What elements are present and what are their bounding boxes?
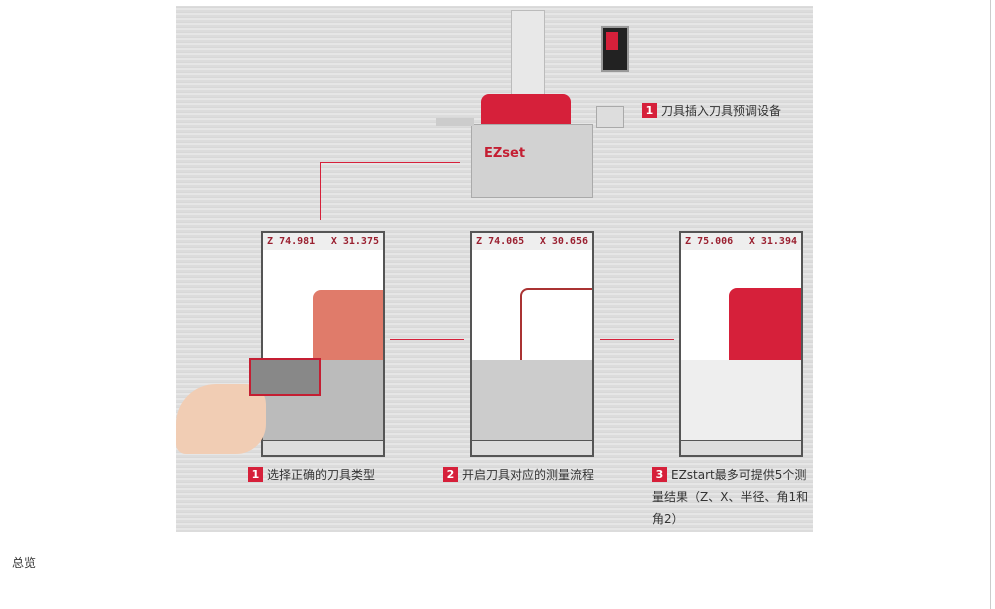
step-number: 2 bbox=[443, 467, 458, 482]
presetter-machine: EZset bbox=[436, 6, 636, 206]
step-1-caption: 1 刀具插入刀具预调设备 bbox=[642, 100, 781, 122]
step-number: 1 bbox=[248, 467, 263, 482]
step-3-caption: 2 开启刀具对应的测量流程 bbox=[443, 464, 594, 486]
x-readout: X 31.375 bbox=[330, 236, 379, 247]
screen-results: Z 75.006 X 31.394 bbox=[679, 231, 803, 457]
step-number: 3 bbox=[652, 467, 667, 482]
z-readout: Z 74.065 bbox=[476, 236, 525, 247]
step-2-caption: 1 选择正确的刀具类型 bbox=[248, 464, 375, 486]
screen-select-tool: Z 74.981 X 31.375 bbox=[261, 231, 385, 457]
tool-presetting-figure: EZset 1 刀具插入刀具预调设备 Z 74.981 X 31.375 Z 74.… bbox=[176, 6, 813, 532]
step-number: 1 bbox=[642, 103, 657, 118]
screen-measure-flow: Z 74.065 X 30.656 bbox=[470, 231, 594, 457]
step-text: 开启刀具对应的测量流程 bbox=[462, 468, 595, 482]
scrollbar[interactable] bbox=[990, 0, 991, 609]
step-text: 刀具插入刀具预调设备 bbox=[661, 104, 782, 118]
z-readout: Z 75.006 bbox=[685, 236, 734, 247]
x-readout: X 30.656 bbox=[539, 236, 588, 247]
z-readout: Z 74.981 bbox=[267, 236, 316, 247]
step-text: EZstart最多可提供5个测量结果（Z、X、半径、角1和角2） bbox=[652, 468, 809, 526]
x-readout: X 31.394 bbox=[748, 236, 797, 247]
machine-logo: EZset bbox=[484, 146, 526, 161]
step-text: 选择正确的刀具类型 bbox=[267, 468, 376, 482]
section-title: 总览 bbox=[12, 556, 37, 570]
